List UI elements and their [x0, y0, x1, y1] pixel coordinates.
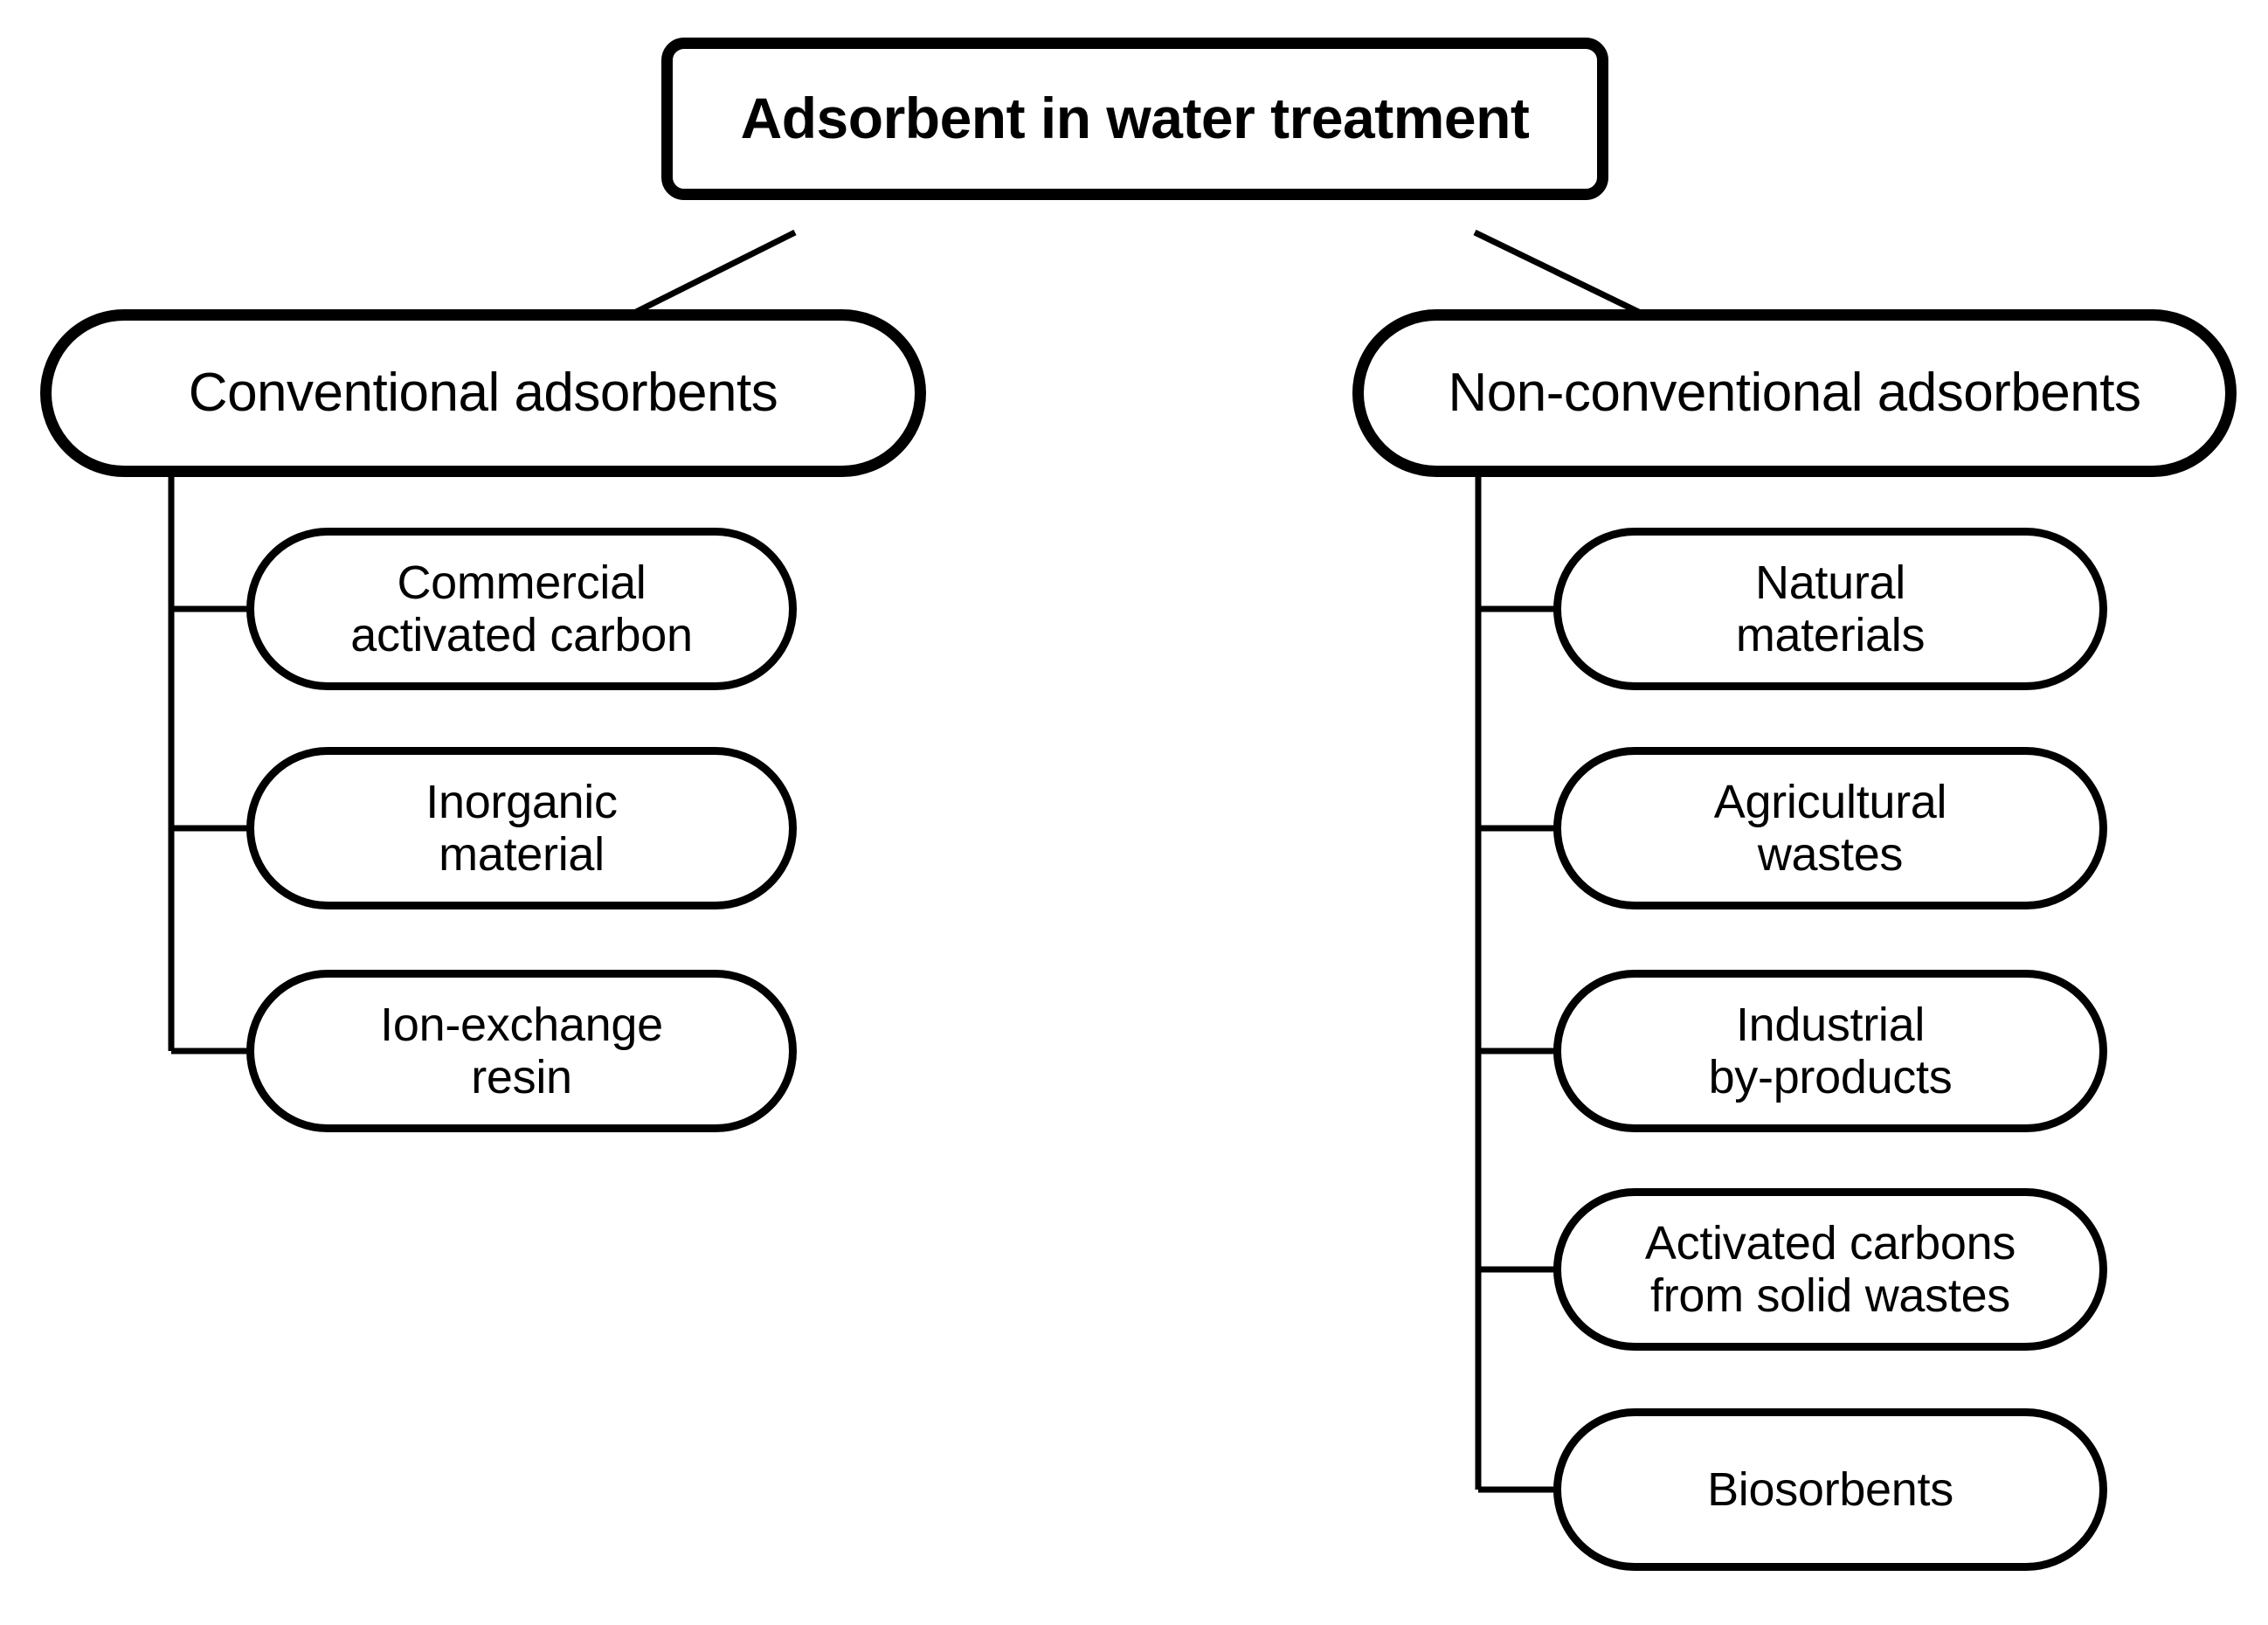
- node-leaf-natural-materials-label: Natural materials: [1735, 556, 1926, 661]
- node-branch-non-conventional-adsorbents[interactable]: Non-conventional adsorbents: [1352, 309, 2237, 477]
- node-leaf-industrial-by-products-label: Industrial by-products: [1708, 998, 1953, 1103]
- node-branch-non-conventional-label: Non-conventional adsorbents: [1448, 363, 2141, 424]
- node-leaf-activated-carbons-from-solid-wastes-label: Activated carbons from solid wastes: [1644, 1216, 2016, 1322]
- node-leaf-inorganic-material[interactable]: Inorganic material: [246, 747, 797, 909]
- node-branch-conventional-adsorbents[interactable]: Conventional adsorbents: [40, 309, 926, 477]
- node-leaf-commercial-activated-carbon-label: Commercial activated carbon: [350, 556, 693, 661]
- node-root-label: Adsorbent in water treatment: [740, 86, 1530, 151]
- node-leaf-industrial-by-products[interactable]: Industrial by-products: [1553, 970, 2107, 1132]
- node-leaf-commercial-activated-carbon[interactable]: Commercial activated carbon: [246, 528, 797, 690]
- node-branch-conventional-label: Conventional adsorbents: [188, 363, 778, 424]
- node-leaf-ion-exchange-resin-label: Ion-exchange resin: [380, 998, 663, 1103]
- node-leaf-natural-materials[interactable]: Natural materials: [1553, 528, 2107, 690]
- node-leaf-inorganic-material-label: Inorganic material: [425, 775, 618, 881]
- node-leaf-biosorbents[interactable]: Biosorbents: [1553, 1408, 2107, 1571]
- node-leaf-activated-carbons-from-solid-wastes[interactable]: Activated carbons from solid wastes: [1553, 1188, 2107, 1351]
- node-leaf-ion-exchange-resin[interactable]: Ion-exchange resin: [246, 970, 797, 1132]
- node-root-adsorbent-in-water-treatment[interactable]: Adsorbent in water treatment: [661, 38, 1608, 200]
- node-leaf-agricultural-wastes-label: Agricultural wastes: [1713, 775, 1947, 881]
- node-leaf-agricultural-wastes[interactable]: Agricultural wastes: [1553, 747, 2107, 909]
- node-leaf-biosorbents-label: Biosorbents: [1707, 1462, 1953, 1516]
